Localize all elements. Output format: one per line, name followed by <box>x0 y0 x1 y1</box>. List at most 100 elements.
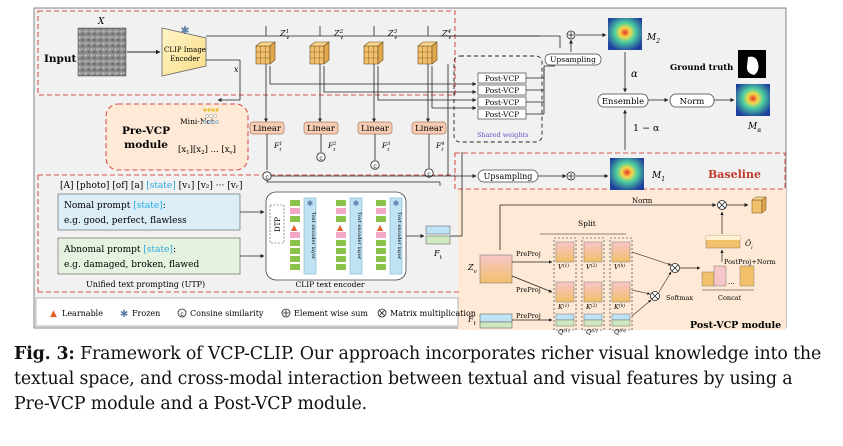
normal-prompt-colon: : <box>163 201 166 211</box>
prompt-tokens-plain: [A] [photo] [of] [a] <box>60 181 143 191</box>
svg-text:Ft: Ft <box>467 315 477 327</box>
x-small-label: x <box>234 65 239 74</box>
m2-heatmap <box>608 18 642 50</box>
mini-net-label: Mini-Net <box>180 117 214 126</box>
m1-heatmap <box>610 158 644 190</box>
svg-text:F4t: F4t <box>435 141 444 153</box>
abnormal-prompt-example: e.g. damaged, broken, flawed <box>64 260 199 270</box>
svg-text:Nomal prompt [state]:: Nomal prompt [state]: <box>64 201 166 211</box>
post-zv-label: Z <box>467 263 474 272</box>
text-encoder-layer-label-3: Text encoder layer <box>396 212 402 260</box>
split-label: Split <box>578 219 596 228</box>
clip-image-encoder <box>161 27 207 77</box>
svg-text:Z2v: Z2v <box>333 29 344 41</box>
svg-text:c: c <box>265 174 269 181</box>
post-norm-label: Norm <box>632 197 653 205</box>
preproj-label-1: PreProj <box>516 250 541 258</box>
f-sub-1: t <box>279 147 282 153</box>
linear-label-2: Linear <box>307 124 336 134</box>
m-alpha-sub: α <box>757 127 761 134</box>
svg-text:Z3v: Z3v <box>387 29 398 41</box>
svg-text:c: c <box>427 171 431 178</box>
concat-label: Concat <box>718 294 742 302</box>
svg-text:✱: ✱ <box>353 199 360 208</box>
k-label-1: K <box>557 303 564 311</box>
v-sup-3: (h) <box>619 262 626 269</box>
m-alpha-heatmap <box>736 84 770 116</box>
ft-feature-top <box>425 225 451 235</box>
k-label-2: K <box>585 303 592 311</box>
upsampling-top-label: Upsampling <box>550 55 596 64</box>
abnormal-prompt-colon: : <box>173 245 176 255</box>
clip-text-encoder-label: CLIP text encoder <box>295 280 364 289</box>
m1-sub: 1 <box>661 176 665 183</box>
caption-label: Fig. 3: <box>14 344 75 364</box>
z-sup-4: 4 <box>447 29 452 35</box>
svg-text:M1: M1 <box>651 171 665 183</box>
q-sup-1: (1) <box>563 327 570 334</box>
input-label: Input <box>44 53 77 65</box>
z-sub-3: v <box>394 35 398 41</box>
post-ft-sub: t <box>474 321 477 327</box>
legend-frozen: Frozen <box>132 309 160 318</box>
svg-text:▲: ▲ <box>291 223 298 232</box>
pre-vcp-module <box>105 103 249 171</box>
svg-text:▲: ▲ <box>377 223 384 232</box>
abnormal-prompt-state: [state] <box>143 245 173 255</box>
linear-label-3: Linear <box>361 124 390 134</box>
post-vcp-detail: Norm Split Zv PreProj PreProj PreProj Ft <box>467 196 781 336</box>
svg-text:Abnomal prompt [state]:: Abnomal prompt [state]: <box>63 245 176 255</box>
k-sup-1: (1) <box>563 302 570 309</box>
q-label-2: Q <box>586 328 592 336</box>
k-label-3: K <box>613 303 620 311</box>
z-label-2: Z <box>333 29 340 38</box>
svg-text:Q(2): Q(2) <box>586 327 598 336</box>
alpha-label: α <box>631 69 638 80</box>
v-sup-2: (2) <box>591 262 598 269</box>
post-vcp-module-title: Post-VCP module <box>690 320 781 331</box>
oi-sub: i <box>751 245 753 251</box>
upsampling-bottom-label: Upsampling <box>484 172 533 181</box>
post-zv-sub: v <box>474 269 478 275</box>
svg-text:Zv: Zv <box>467 263 478 275</box>
text-encoder-layer-label-2: Text encoder layer <box>356 212 362 260</box>
svg-text:Ft: Ft <box>433 249 443 261</box>
f-label-3: F <box>381 141 388 150</box>
x-token-4: ] <box>233 145 236 155</box>
legend-element-sum: Element wise sum <box>294 309 368 318</box>
svg-text:Z1v: Z1v <box>279 29 290 41</box>
svg-text:V(1): V(1) <box>558 262 569 271</box>
post-vcp-label-4: Post-VCP <box>485 110 519 119</box>
normal-prompt-title: Nomal prompt <box>64 201 133 211</box>
x-token-sub-3: v <box>229 150 234 156</box>
v-sup-1: (1) <box>563 262 570 269</box>
post-ft-label: F <box>467 315 474 324</box>
post-vcp-label-3: Post-VCP <box>485 98 519 107</box>
linear-label-4: Linear <box>415 124 444 134</box>
k-sup-2: (2) <box>591 302 598 309</box>
post-vcp-label-2: Post-VCP <box>485 86 519 95</box>
dtp-box <box>269 204 285 244</box>
z-sup-2: 2 <box>339 29 344 35</box>
f-sup-1: 1 <box>279 141 282 147</box>
x-token-2: ][x <box>190 145 202 155</box>
caption-text: Framework of VCP-CLIP. Our approach inco… <box>14 344 822 414</box>
upsampling-top <box>544 53 602 66</box>
svg-text:Q(1): Q(1) <box>558 327 570 336</box>
z-sub-2: v <box>340 35 344 41</box>
svg-text:F2t: F2t <box>327 141 336 153</box>
m2-sub: 2 <box>655 38 660 45</box>
f-label-4: F <box>435 141 442 150</box>
cosine-legend-icon <box>177 308 187 318</box>
f-sup-4: 4 <box>440 141 444 147</box>
z-sub-4: v <box>448 35 452 41</box>
prompt-token-state: [state] <box>146 181 176 191</box>
svg-text:F1t: F1t <box>273 141 282 153</box>
svg-text:✱: ✱ <box>307 199 314 208</box>
text-encoder-layer-label-1: Text encoder layer <box>310 212 316 260</box>
postproj-label: PostProj+Norm <box>724 258 776 266</box>
legend-cosine: Consine similarity <box>190 309 264 318</box>
z-sup-3: 3 <box>394 29 398 35</box>
utp-label: Unified text prompting (UTP) <box>86 280 205 289</box>
